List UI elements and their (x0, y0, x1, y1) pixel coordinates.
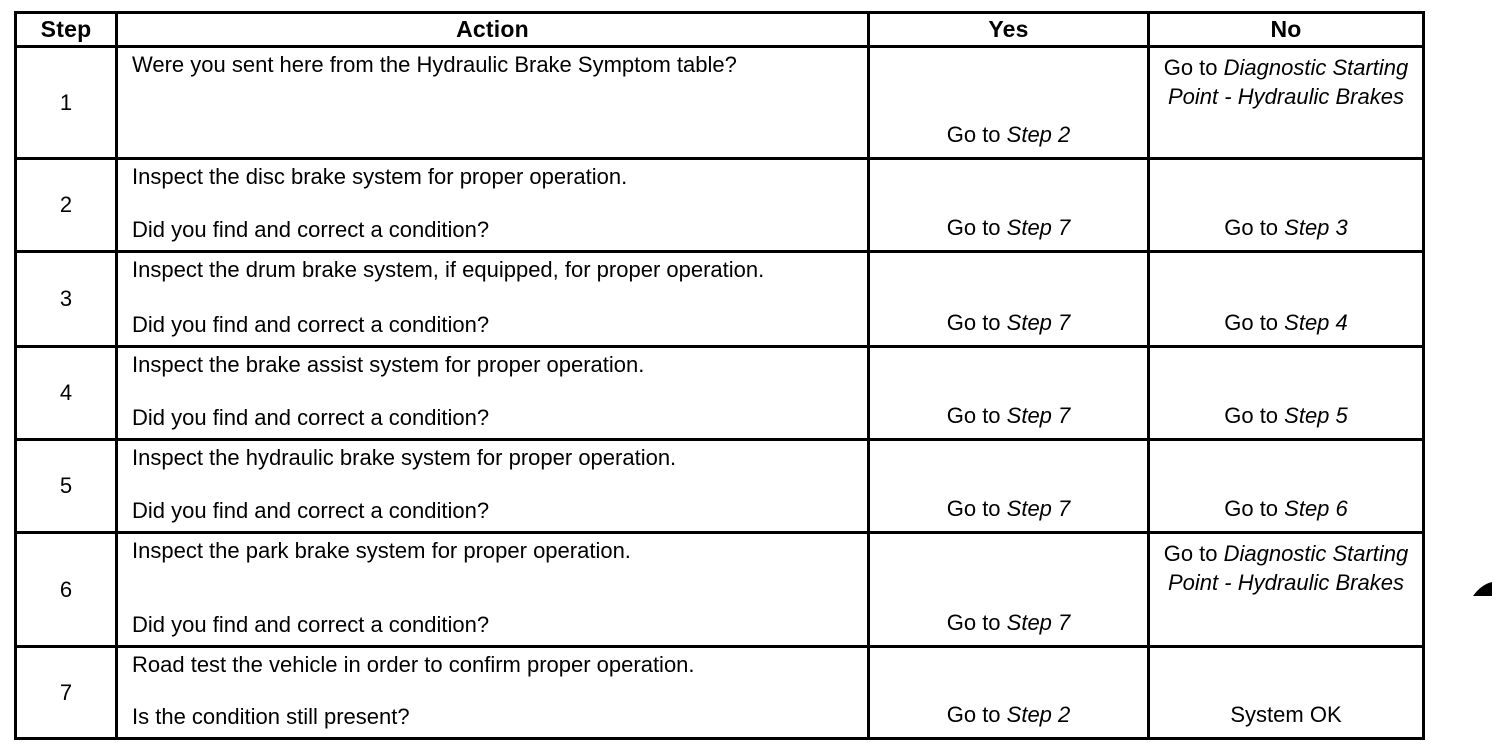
no-text: Go to (1163, 55, 1224, 80)
no-cell: Go to Step 3 (1147, 157, 1425, 253)
yes-text-italic: Step 7 (1006, 310, 1071, 335)
yes-text-italic: Step 7 (1006, 215, 1071, 240)
header-action: Action (115, 11, 870, 48)
step-number: 5 (14, 438, 118, 534)
action-cell: Inspect the park brake system for proper… (115, 531, 870, 648)
no-text: Go to (1224, 403, 1285, 428)
no-text-italic: Step 3 (1284, 215, 1348, 240)
table-row: 4 Inspect the brake assist system for pr… (14, 345, 1425, 441)
no-cell: Go to Step 4 (1147, 250, 1425, 348)
no-cell: Go to Diagnostic Starting Point - Hydrau… (1147, 531, 1425, 648)
step-number: 1 (14, 45, 118, 160)
yes-cell: Go to Step 2 (867, 45, 1150, 160)
yes-text: Go to (946, 215, 1007, 240)
action-cell: Inspect the brake assist system for prop… (115, 345, 870, 441)
action-question: Did you find and correct a condition? (132, 217, 490, 242)
yes-cell: Go to Step 7 (867, 250, 1150, 348)
yes-cell: Go to Step 7 (867, 438, 1150, 534)
action-question: Is the condition still present? (132, 704, 410, 729)
yes-text: Go to (946, 702, 1007, 727)
yes-cell: Go to Step 7 (867, 531, 1150, 648)
table-row: 1 Were you sent here from the Hydraulic … (14, 45, 1425, 160)
action-cell: Road test the vehicle in order to confir… (115, 645, 870, 740)
header-no: No (1147, 11, 1425, 48)
yes-text: Go to (946, 310, 1007, 335)
no-text: Go to (1224, 496, 1285, 521)
yes-cell: Go to Step 7 (867, 345, 1150, 441)
yes-text-italic: Step 2 (1006, 122, 1071, 147)
table-row: 3 Inspect the drum brake system, if equi… (14, 250, 1425, 348)
action-text: Inspect the drum brake system, if equipp… (132, 257, 765, 282)
header-step: Step (14, 11, 118, 48)
yes-text-italic: Step 2 (1006, 702, 1071, 727)
header-row: Step Action Yes No (14, 11, 1425, 48)
yes-text: Go to (946, 610, 1007, 635)
no-text: Go to (1224, 215, 1285, 240)
action-text: Inspect the disc brake system for proper… (132, 164, 628, 189)
action-cell: Were you sent here from the Hydraulic Br… (115, 45, 870, 160)
no-text: Go to (1224, 310, 1285, 335)
yes-text: Go to (946, 122, 1007, 147)
no-text-italic: Diagnostic Starting Point - Hydraulic Br… (1168, 541, 1409, 595)
step-number: 4 (14, 345, 118, 441)
scan-smudge-icon (1473, 582, 1492, 596)
yes-text: Go to (946, 403, 1007, 428)
no-cell: Go to Step 5 (1147, 345, 1425, 441)
yes-cell: Go to Step 7 (867, 157, 1150, 253)
no-text: Go to (1163, 541, 1224, 566)
step-number: 2 (14, 157, 118, 253)
yes-cell: Go to Step 2 (867, 645, 1150, 740)
action-question: Did you find and correct a condition? (132, 312, 490, 337)
yes-text-italic: Step 7 (1006, 610, 1071, 635)
table-row: 7 Road test the vehicle in order to conf… (14, 645, 1425, 740)
action-question: Did you find and correct a condition? (132, 612, 490, 637)
diagnostic-table: Step Action Yes No 1 Were you sent here … (14, 11, 1425, 740)
action-text: Were you sent here from the Hydraulic Br… (132, 52, 737, 77)
no-cell: Go to Step 6 (1147, 438, 1425, 534)
action-question: Did you find and correct a condition? (132, 498, 490, 523)
table-row: 5 Inspect the hydraulic brake system for… (14, 438, 1425, 534)
step-number: 3 (14, 250, 118, 348)
step-number: 6 (14, 531, 118, 648)
action-text: Inspect the brake assist system for prop… (132, 352, 645, 377)
action-text: Road test the vehicle in order to confir… (132, 652, 695, 677)
action-cell: Inspect the disc brake system for proper… (115, 157, 870, 253)
no-cell: System OK (1147, 645, 1425, 740)
no-text-italic: Step 5 (1284, 403, 1348, 428)
no-text-italic: Step 4 (1284, 310, 1348, 335)
action-text: Inspect the hydraulic brake system for p… (132, 445, 677, 470)
no-text: System OK (1230, 702, 1342, 727)
step-number: 7 (14, 645, 118, 740)
action-question: Did you find and correct a condition? (132, 405, 490, 430)
action-text: Inspect the park brake system for proper… (132, 538, 631, 563)
no-text-italic: Diagnostic Starting Point - Hydraulic Br… (1168, 55, 1409, 109)
no-cell: Go to Diagnostic Starting Point - Hydrau… (1147, 45, 1425, 160)
table-row: 6 Inspect the park brake system for prop… (14, 531, 1425, 648)
action-cell: Inspect the drum brake system, if equipp… (115, 250, 870, 348)
yes-text-italic: Step 7 (1006, 496, 1071, 521)
header-yes: Yes (867, 11, 1150, 48)
no-text-italic: Step 6 (1284, 496, 1348, 521)
table-row: 2 Inspect the disc brake system for prop… (14, 157, 1425, 253)
yes-text-italic: Step 7 (1006, 403, 1071, 428)
action-cell: Inspect the hydraulic brake system for p… (115, 438, 870, 534)
yes-text: Go to (946, 496, 1007, 521)
